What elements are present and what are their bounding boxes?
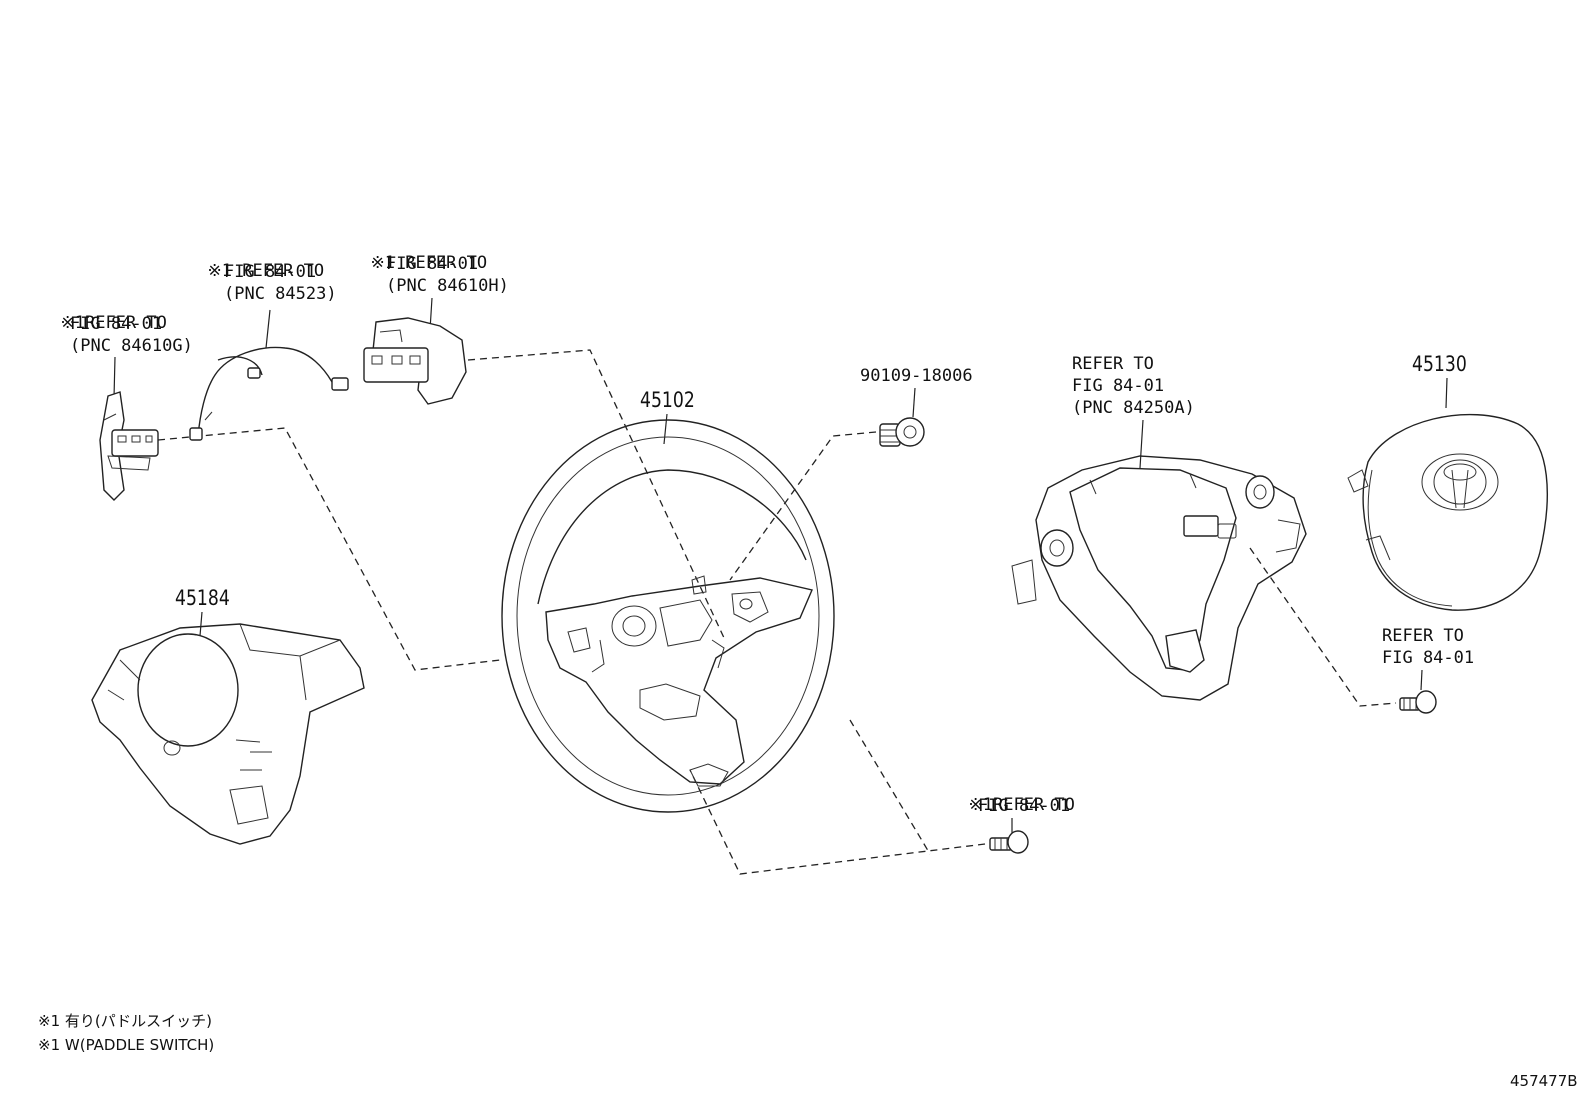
wire-harness: [189, 346, 349, 441]
callout-line: REFER TO: [1072, 354, 1154, 374]
part-number-plug: 90109-18006: [860, 366, 973, 386]
footnote-en: ※1 W(PADDLE SWITCH): [38, 1036, 215, 1054]
callout-line: (PNC 84523): [224, 284, 337, 304]
leader-switch-assy: [1139, 419, 1144, 469]
callout-line: (PNC 84250A): [1072, 398, 1195, 418]
callout-mark: ※1: [968, 795, 993, 815]
callout-paddle-left: ※1REFER TO: [40, 292, 167, 334]
callout-wire-harness: ※1 REFER TO: [187, 240, 324, 282]
callout-line: REFER TO: [242, 261, 325, 281]
callout-line: FIG 84-01: [386, 254, 479, 274]
callout-mark: ※1: [60, 313, 85, 333]
part-number-steering-wheel: 45102: [640, 388, 695, 412]
callout-line: REFER TO: [992, 795, 1075, 815]
leader-45130: [1445, 377, 1448, 409]
callout-line: (PNC 84610G): [70, 336, 193, 356]
callout-paddle-right: ※1 REFER TO: [350, 232, 487, 274]
leader-plug: [912, 387, 916, 418]
assembly-line-plug: [729, 431, 877, 581]
leader-paddle-left: [113, 356, 116, 399]
callout-line: REFER TO: [84, 313, 167, 333]
bolt-bottom: [989, 830, 1029, 854]
callout-line: (PNC 84610H): [386, 276, 509, 296]
assembly-line-bolt-bottom: [689, 769, 986, 875]
assembly-line-left-paddle: [157, 427, 501, 671]
assembly-line-bolt-bottom-2: [849, 719, 931, 855]
callout-line: REFER TO: [1382, 626, 1464, 646]
assembly-line-right-paddle: [467, 349, 726, 641]
steering-wheel: [501, 419, 835, 813]
callout-line: FIG 84-01: [224, 262, 317, 282]
callout-mark: ※1: [370, 253, 395, 273]
callout-mark: ※1: [207, 261, 232, 281]
paddle-switch-left: [99, 391, 159, 501]
leader-screw-right: [1420, 669, 1423, 691]
callout-bolt-bottom: ※1REFER TO: [948, 774, 1075, 816]
steering-pad-switch-assembly: [1011, 455, 1307, 701]
leader-wire-harness: [265, 309, 271, 349]
figure-id: 457477B: [1510, 1072, 1578, 1090]
callout-line: FIG 84-01: [978, 796, 1071, 816]
plug: [879, 417, 925, 447]
part-number-airbag: 45130: [1412, 352, 1467, 376]
paddle-switch-right: [363, 317, 467, 405]
callout-line: FIG 84-01: [70, 314, 163, 334]
part-number-cover: 45184: [175, 586, 230, 610]
airbag-module: [1347, 413, 1548, 611]
callout-line: FIG 84-01: [1072, 376, 1165, 396]
footnote-jp: ※1 有り(パドルスイッチ): [38, 1012, 213, 1030]
leader-45184: [199, 611, 203, 637]
steering-column-cover: [91, 623, 365, 845]
leader-45102: [663, 413, 668, 445]
assembly-line-screw-right: [1249, 547, 1397, 707]
screw-right: [1399, 690, 1437, 714]
callout-line: REFER TO: [405, 253, 488, 273]
callout-line: FIG 84-01: [1382, 648, 1475, 668]
